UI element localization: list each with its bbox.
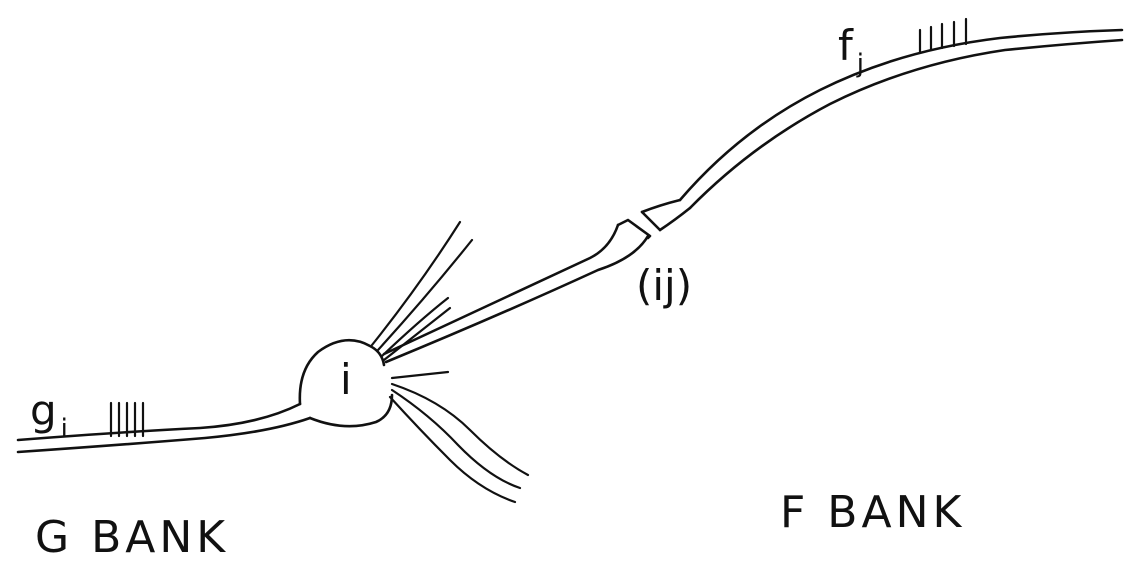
upper-dendrites xyxy=(370,220,474,362)
synapse-ij xyxy=(616,198,692,240)
g-fiber-ticks xyxy=(109,401,145,438)
f-fiber-ticks xyxy=(918,17,968,54)
label-synapse: (ij) xyxy=(636,261,692,310)
lower-dendrites xyxy=(388,370,530,504)
cell-body xyxy=(298,338,394,428)
label-g-bank: G BANK xyxy=(35,512,229,563)
label-cell-i: i xyxy=(340,355,352,404)
f-output-fiber xyxy=(678,28,1124,210)
label-f-bank: F BANK xyxy=(780,487,965,538)
g-input-fiber xyxy=(16,402,312,454)
axon xyxy=(382,223,650,364)
